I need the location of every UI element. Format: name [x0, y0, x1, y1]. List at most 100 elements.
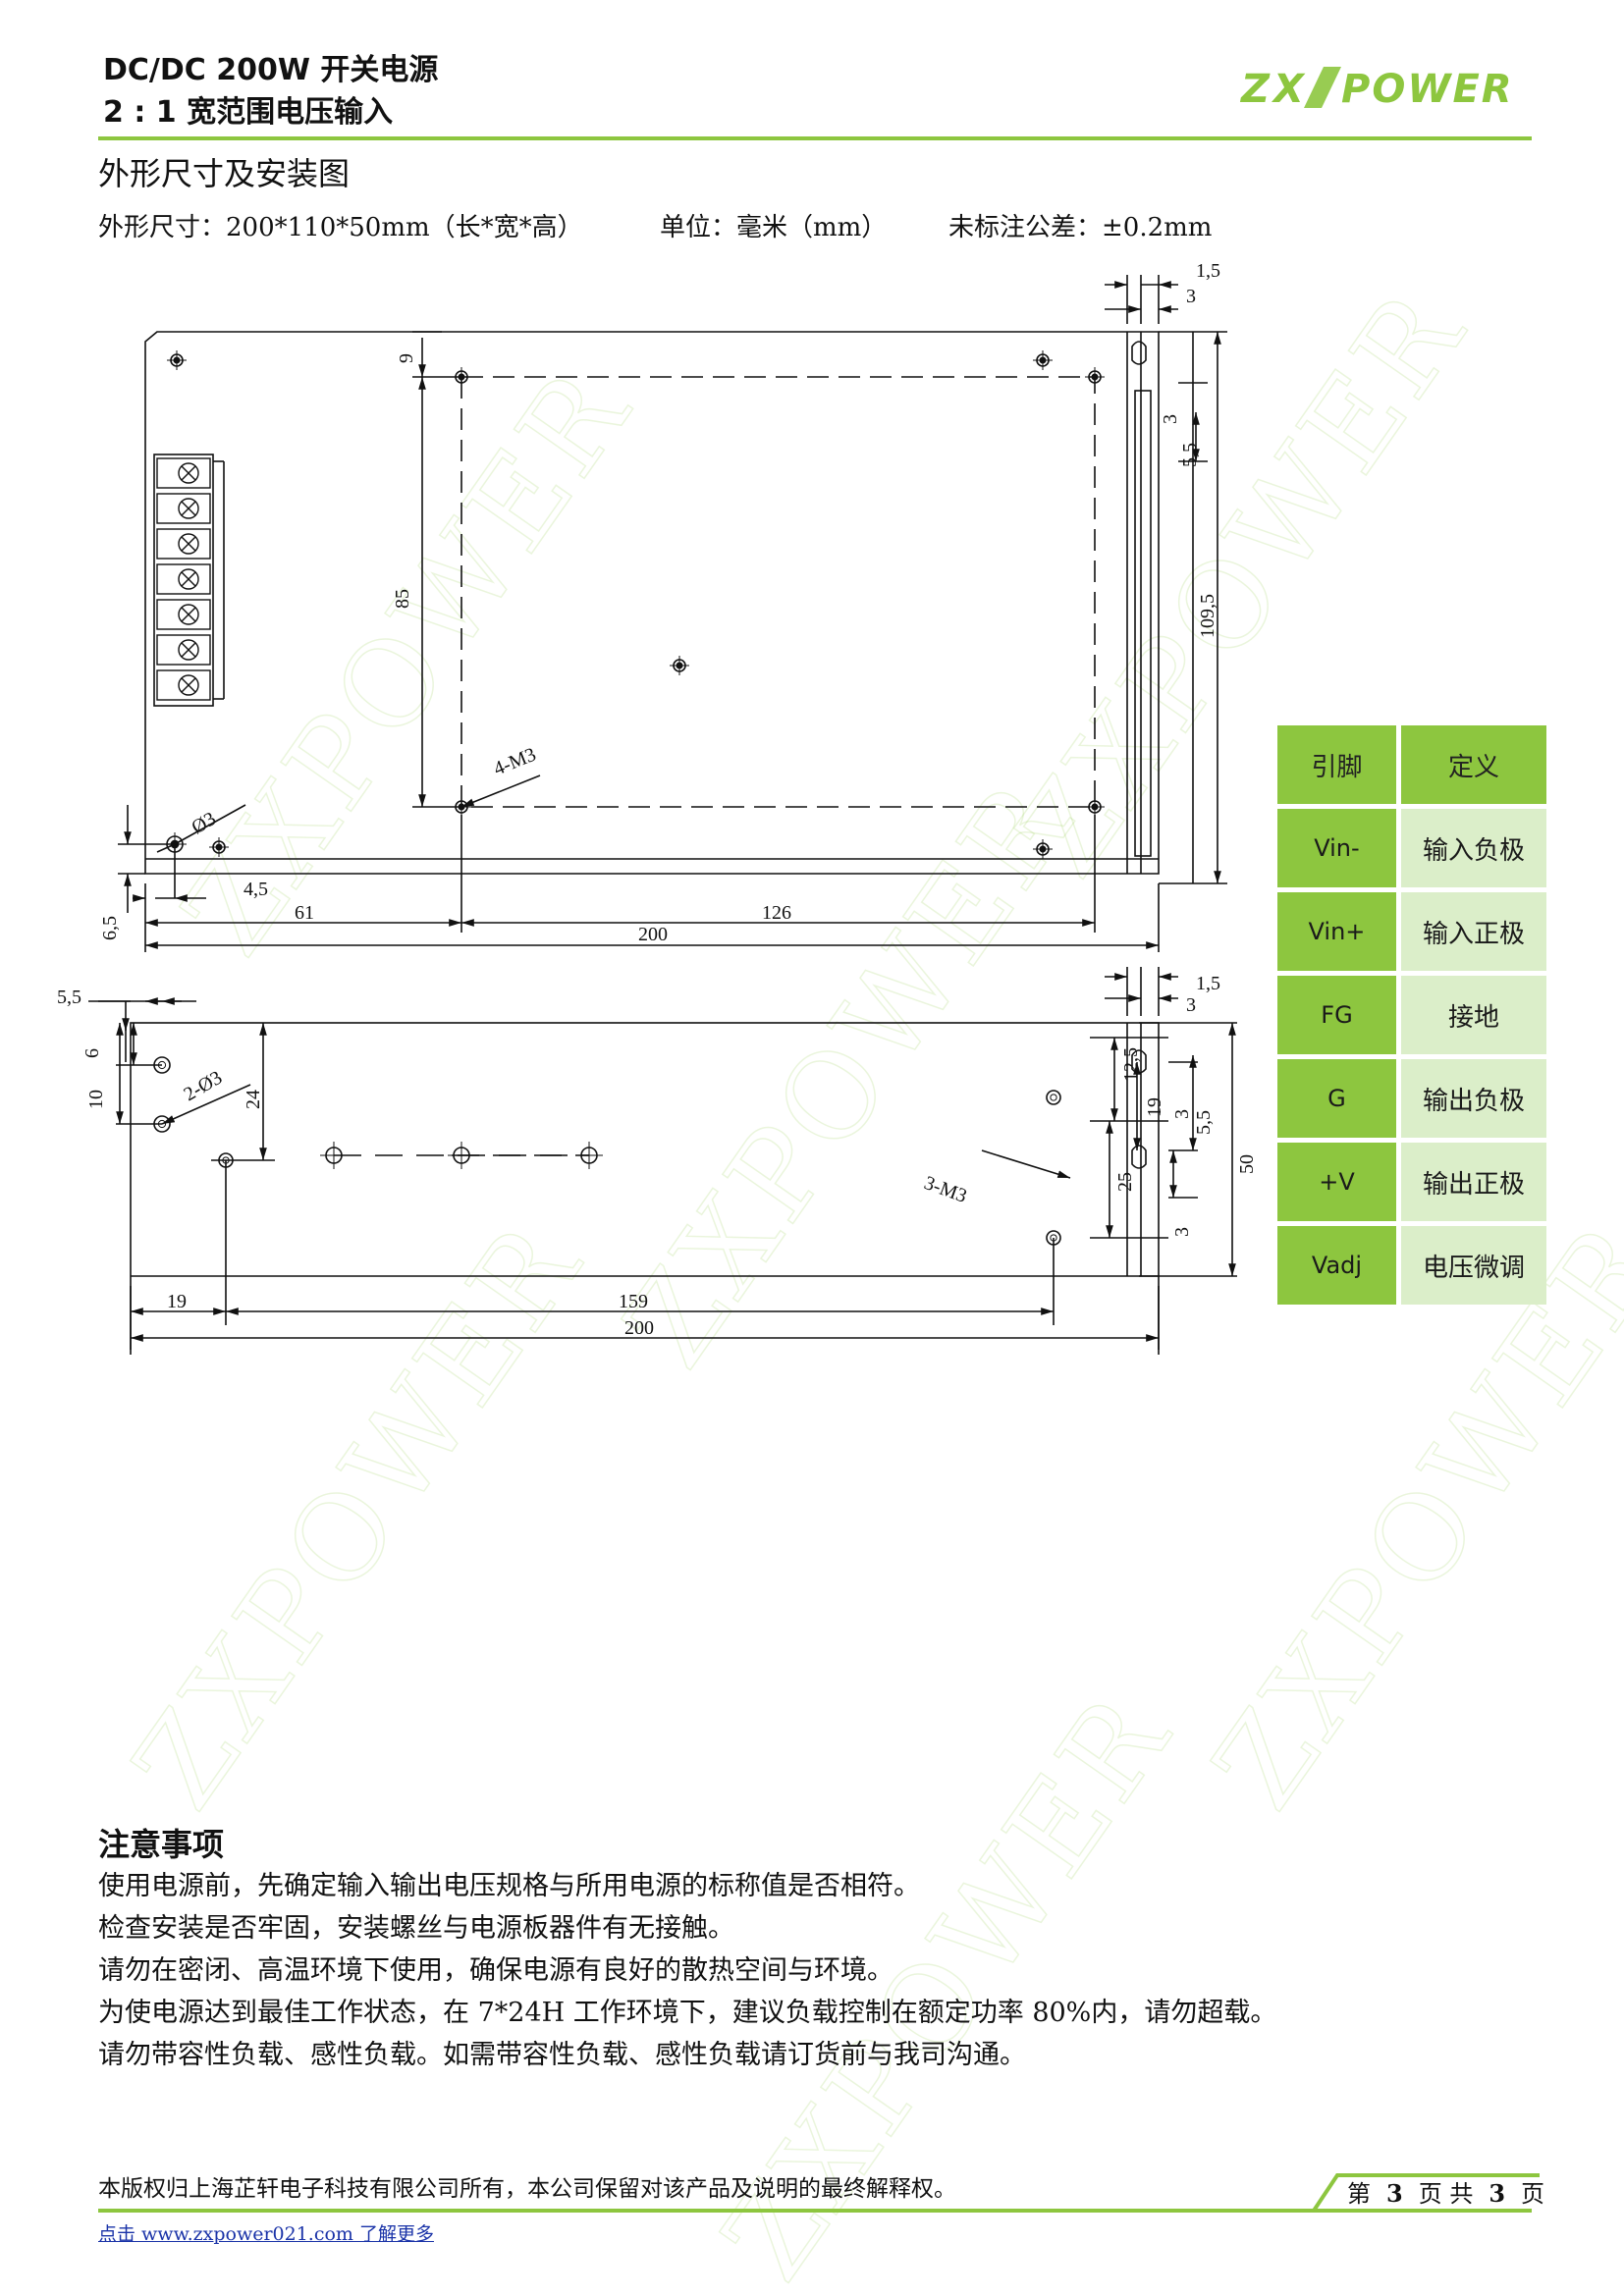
- dim-side-3: 3: [1186, 994, 1196, 1016]
- zxpower-logo: ZX POWER: [1239, 67, 1514, 112]
- pin-definition: 输出正极: [1400, 1143, 1546, 1221]
- table-row: G 输出负极: [1277, 1059, 1546, 1138]
- dim-4-5: 4,5: [244, 879, 268, 900]
- dim-side-10: 10: [85, 1090, 107, 1109]
- dim-side-19: 19: [1144, 1097, 1165, 1117]
- dim-4-m3: 4-M3: [491, 744, 539, 780]
- section-title: 外形尺寸及安装图: [98, 155, 351, 192]
- dim-side-1-5: 1,5: [1196, 973, 1220, 994]
- terminal-screws: [156, 457, 211, 701]
- dim-109-5: 109,5: [1197, 594, 1218, 638]
- spec-tolerance: 未标注公差：±0.2mm: [948, 213, 1213, 242]
- document-title: DC/DC 200W 开关电源: [103, 53, 439, 87]
- notes-title: 注意事项: [98, 1826, 225, 1863]
- dim-side-phi3: 2-Ø3: [181, 1067, 227, 1106]
- pin-definition: 输出负极: [1400, 1059, 1546, 1138]
- table-header-definition: 定义: [1400, 725, 1546, 804]
- dim-side-50: 50: [1236, 1154, 1257, 1174]
- mounting-hole-icon: [1033, 350, 1053, 370]
- side-view: [88, 967, 1237, 1355]
- table-row: FG 接地: [1277, 976, 1546, 1054]
- dim-1-5: 1,5: [1196, 260, 1220, 282]
- terminal-screw-icon: [156, 563, 211, 595]
- note-item: 检查安装是否牢固，安装螺丝与电源板器件有无接触。: [98, 1913, 734, 1944]
- mounting-hole-pattern: [460, 376, 1096, 808]
- dim-6-5: 6,5: [99, 916, 121, 940]
- note-item: 为使电源达到最佳工作状态，在 7*24H 工作环境下，建议负载控制在额定功率 8…: [98, 1998, 1277, 2028]
- footer-decoration: [1294, 2173, 1540, 2213]
- dim-side-25: 25: [1114, 1172, 1136, 1192]
- dim-9: 9: [396, 353, 417, 363]
- dim-5-5: 5,5: [1179, 443, 1201, 467]
- dim-side-24: 24: [243, 1090, 264, 1109]
- top-view-outline: [144, 331, 1160, 875]
- dim-side-3-m3: 3-M3: [921, 1172, 969, 1207]
- pin-definition: 输入正极: [1400, 892, 1546, 971]
- pin-name: Vin-: [1277, 809, 1396, 887]
- table-header-row: 引脚 定义: [1277, 725, 1546, 804]
- pin-name: Vadj: [1277, 1226, 1396, 1305]
- page-word-prefix: 第: [1347, 2180, 1371, 2208]
- spec-unit: 单位：毫米（mm）: [660, 213, 888, 242]
- mounting-hole-icon: [167, 350, 187, 370]
- dim-side-5-5b: 5,5: [1193, 1110, 1215, 1135]
- dim-3: 3: [1186, 286, 1196, 307]
- table-row: +V 输出正极: [1277, 1143, 1546, 1221]
- side-hole-icon: [1046, 1090, 1061, 1105]
- page-word-suffix: 页: [1521, 2180, 1545, 2208]
- svg-text:POWER: POWER: [1341, 67, 1514, 112]
- dim-side-6: 6: [81, 1048, 103, 1058]
- table-row: Vin- 输入负极: [1277, 809, 1546, 887]
- header-divider: [98, 136, 1532, 140]
- pin-name: G: [1277, 1059, 1396, 1138]
- pin-name: +V: [1277, 1143, 1396, 1221]
- website-link[interactable]: 点击 www.zxpower021.com 了解更多: [98, 2223, 434, 2245]
- copyright-notice: 本版权归上海芷轩电子科技有限公司所有，本公司保留对该产品及说明的最终解释权。: [98, 2176, 956, 2202]
- dim-side-159: 159: [619, 1291, 648, 1312]
- pin-name: FG: [1277, 976, 1396, 1054]
- page-current: 3: [1386, 2179, 1403, 2208]
- dim-3b: 3: [1160, 414, 1181, 424]
- terminal-block: [153, 454, 225, 707]
- dim-61: 61: [295, 902, 314, 924]
- terminal-screw-icon: [156, 493, 211, 524]
- side-holes: [153, 1056, 1061, 1246]
- dim-126: 126: [762, 902, 791, 924]
- terminal-screw-icon: [156, 457, 211, 489]
- table-header-pin: 引脚: [1277, 725, 1396, 804]
- dim-85: 85: [392, 589, 413, 609]
- pin-definition: 电压微调: [1400, 1226, 1546, 1305]
- dim-side-12-5: 12,5: [1120, 1047, 1142, 1082]
- svg-text:ZX: ZX: [1239, 67, 1308, 112]
- mount-holes: [163, 350, 1105, 859]
- mounting-hole-icon: [670, 656, 689, 675]
- document-subtitle: 2 : 1 宽范围电压输入: [103, 95, 394, 130]
- dim-side-3b: 3: [1171, 1109, 1193, 1119]
- pin-definition: 接地: [1400, 976, 1546, 1054]
- side-view-outline: [130, 1022, 1160, 1355]
- dim-side-3c: 3: [1171, 1227, 1193, 1237]
- note-item: 使用电源前，先确定输入输出电压规格与所用电源的标称值是否相符。: [98, 1871, 920, 1901]
- dim-side-200: 200: [624, 1317, 654, 1339]
- note-item: 请勿在密闭、高温环境下使用，确保电源有良好的散热空间与环境。: [98, 1955, 893, 1986]
- mounting-hole-icon: [1085, 797, 1105, 817]
- terminal-screw-icon: [156, 669, 211, 701]
- page-total: 3: [1489, 2179, 1506, 2208]
- dim-200-top: 200: [638, 924, 668, 945]
- top-view: [118, 275, 1227, 952]
- table-row: Vin+ 输入正极: [1277, 892, 1546, 971]
- top-view-flange: [1126, 332, 1142, 874]
- terminal-screw-icon: [156, 599, 211, 630]
- terminal-screw-icon: [156, 528, 211, 560]
- pin-name: Vin+: [1277, 892, 1396, 971]
- mounting-hole-icon: [1033, 839, 1053, 859]
- mounting-hole-icon: [209, 837, 229, 857]
- page-word-mid: 页 共: [1418, 2180, 1474, 2208]
- pin-definition-table: 引脚 定义 Vin- 输入负极 Vin+ 输入正极 FG 接地 G 输出负极 +…: [1272, 721, 1551, 1309]
- footer-divider: [98, 2209, 1532, 2213]
- note-item: 请勿带容性负载、感性负载。如需带容性负载、感性负载请订货前与我司沟通。: [98, 2040, 1026, 2070]
- mounting-hole-icon: [1085, 367, 1105, 387]
- mechanical-drawing: 1,5 3 9 3 5,5 85 109,5 4-M3 Ø3 4,5 61 12…: [57, 260, 1257, 1355]
- table-row: Vadj 电压微调: [1277, 1226, 1546, 1305]
